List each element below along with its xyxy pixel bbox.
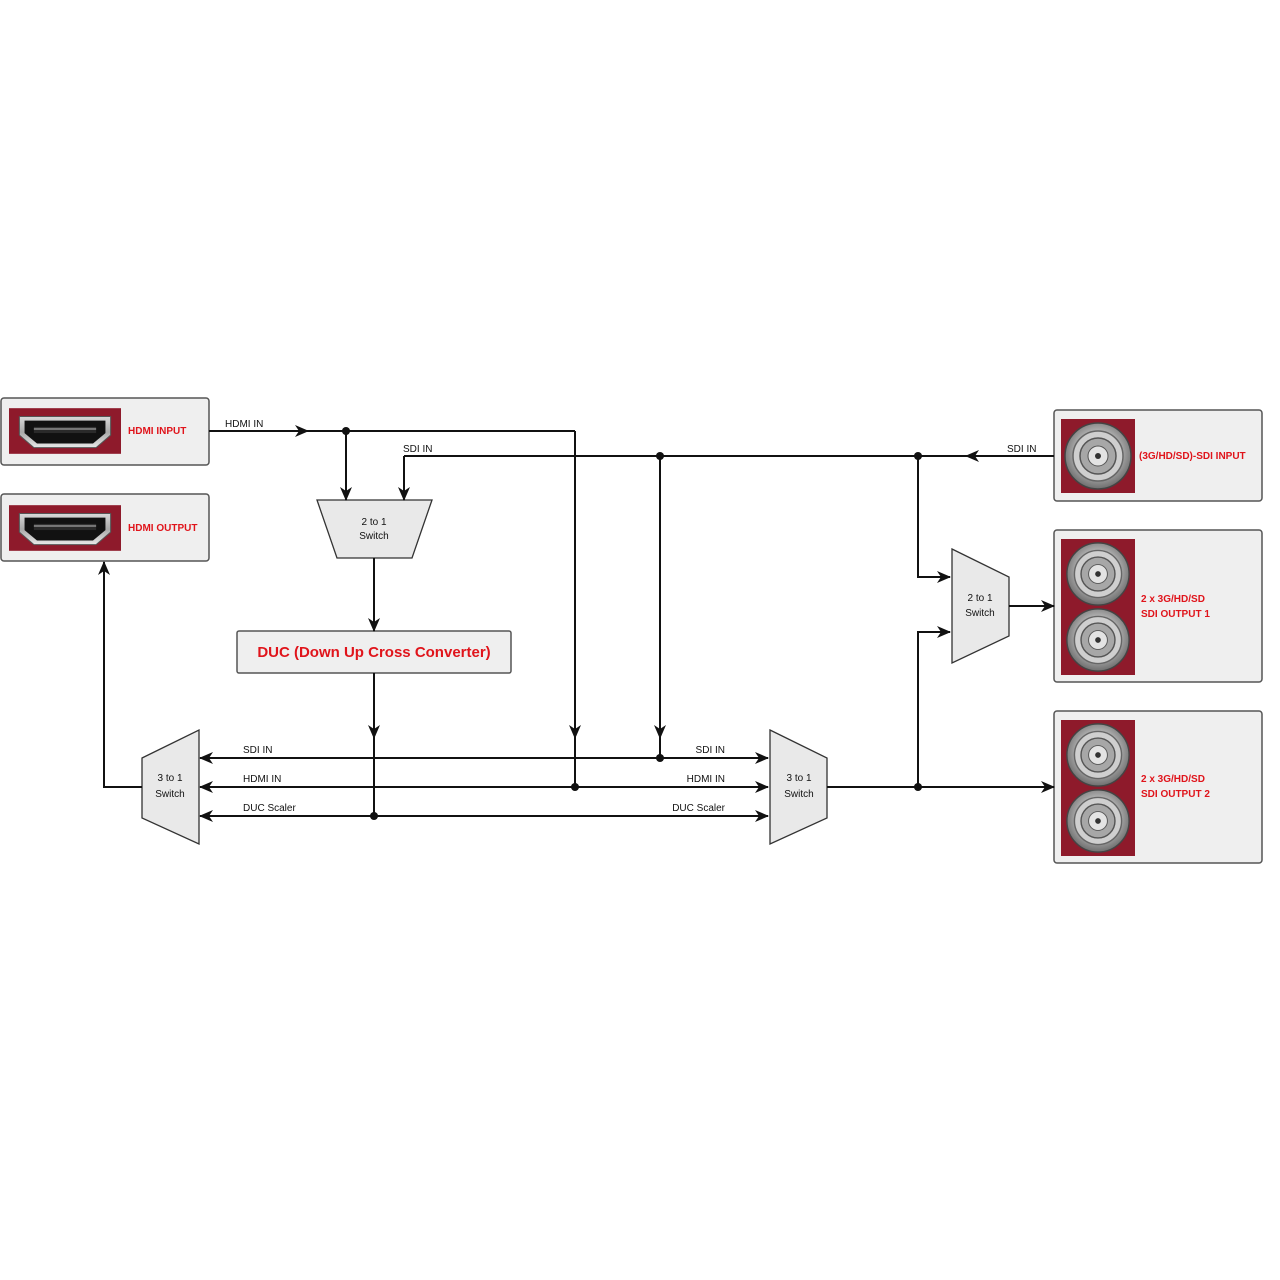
sdi-output-1-line1: 2 x 3G/HD/SD — [1141, 594, 1205, 605]
duc-label: DUC (Down Up Cross Converter) — [257, 644, 490, 661]
sdi-output-2-block: 2 x 3G/HD/SD SDI OUTPUT 2 — [1053, 710, 1263, 864]
switch-mid-line2: Switch — [784, 789, 813, 800]
junction-dot — [370, 812, 378, 820]
sdi-in-top-label: SDI IN — [403, 444, 432, 455]
junction-dots — [342, 427, 922, 820]
sdi-in-right-label: SDI IN — [1007, 444, 1036, 455]
sdi-input-block: (3G/HD/SD)-SDI INPUT — [1053, 409, 1263, 502]
bus-hdmi-left-label: HDMI IN — [243, 774, 281, 785]
junction-dot — [656, 452, 664, 460]
switch-top-line1: 2 to 1 — [361, 517, 386, 528]
bnc-connector-icon — [1066, 789, 1130, 853]
switch-right-line2: Switch — [965, 608, 994, 619]
bnc-connector-icon — [1064, 422, 1132, 490]
sdi-output-2-line2: SDI OUTPUT 2 — [1141, 789, 1210, 800]
hdmi-output-label: HDMI OUTPUT — [128, 523, 197, 534]
sdi-to-right-switch-wire — [917, 456, 951, 583]
sdi-input-label: (3G/HD/SD)-SDI INPUT — [1139, 451, 1246, 462]
junction-dot — [342, 427, 350, 435]
switch-left-3to1: 3 to 1 Switch — [141, 728, 200, 846]
hdmi-output-block: HDMI OUTPUT — [0, 493, 210, 562]
switch-mid-line1: 3 to 1 — [786, 773, 811, 784]
switch-mid-3to1: 3 to 1 Switch — [769, 728, 828, 846]
sdi-output-1-line2: SDI OUTPUT 1 — [1141, 609, 1210, 620]
switch-right-2to1: 2 to 1 Switch — [951, 547, 1010, 665]
hdmi-in-top-label: HDMI IN — [225, 419, 263, 430]
switch-right-line1: 2 to 1 — [967, 593, 992, 604]
junction-dot — [571, 783, 579, 791]
bus-duc-left-label: DUC Scaler — [243, 803, 296, 814]
hdmi-input-label: HDMI INPUT — [128, 426, 186, 437]
bus-hdmi-right-label: HDMI IN — [687, 774, 725, 785]
hdmi-input-block: HDMI INPUT — [0, 397, 210, 466]
bus-sdi-right-label: SDI IN — [696, 745, 725, 756]
bus-sdi-left-label: SDI IN — [243, 745, 272, 756]
bnc-connector-icon — [1066, 723, 1130, 787]
sdi-output-1-block: 2 x 3G/HD/SD SDI OUTPUT 1 — [1053, 529, 1263, 683]
to-hdmi-output-wire — [98, 561, 142, 788]
duc-block: DUC (Down Up Cross Converter) — [236, 630, 512, 674]
switch-top-2to1: 2 to 1 Switch — [316, 499, 433, 559]
junction-dot — [914, 783, 922, 791]
bnc-connector-icon — [1066, 608, 1130, 672]
junction-dot — [656, 754, 664, 762]
hdmi-port-icon — [9, 504, 121, 552]
switch-left-line1: 3 to 1 — [157, 773, 182, 784]
bnc-connector-icon — [1066, 542, 1130, 606]
hdmi-port-icon — [9, 407, 121, 455]
junction-dot — [914, 452, 922, 460]
bus-duc-right-label: DUC Scaler — [672, 803, 725, 814]
switch-top-line2: Switch — [359, 531, 388, 542]
signal-wires — [98, 425, 1055, 822]
to-right-switch-wire — [917, 626, 951, 787]
sdi-output-2-line1: 2 x 3G/HD/SD — [1141, 774, 1205, 785]
switch-left-line2: Switch — [155, 789, 184, 800]
